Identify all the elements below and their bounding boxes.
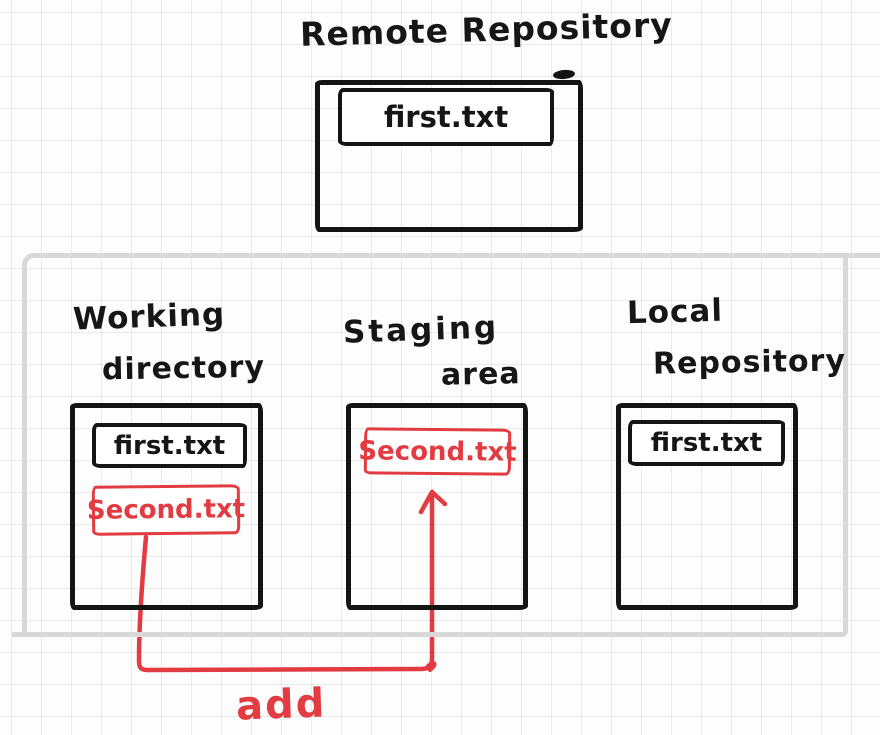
container-top-extension [845,253,880,258]
local-file-first: first.txt [628,420,785,466]
working-directory-label-line2: directory [101,349,266,388]
local-repository-label-line2: Repository [652,343,847,382]
local-file-first-label: first.txt [650,428,763,458]
local-environment-container [22,253,848,637]
remote-repository-box: first.txt [315,80,583,232]
staging-file-second-label: Second.txt [358,435,517,468]
add-command-label: add [235,680,328,730]
staging-area-label-line2: area [440,356,521,393]
remote-file-first-label: first.txt [383,100,509,134]
working-directory-label-line1: Working [72,296,226,338]
remote-repository-label: Remote Repository [299,5,674,54]
ink-blob [552,69,576,80]
staging-file-second: Second.txt [358,427,517,476]
working-file-first-label: first.txt [113,430,226,461]
container-bottom-extension [12,632,26,637]
local-repository-box: first.txt [616,403,798,610]
working-file-second-label: Second.txt [86,494,246,526]
local-repository-label-line1: Local [626,292,724,332]
staging-area-box: Second.txt [346,403,528,610]
working-file-second: Second.txt [87,484,245,536]
remote-file-first: first.txt [338,88,554,146]
working-directory-box: first.txt Second.txt [70,403,263,610]
staging-area-label-line1: Staging [342,309,500,351]
working-file-first: first.txt [92,423,247,468]
